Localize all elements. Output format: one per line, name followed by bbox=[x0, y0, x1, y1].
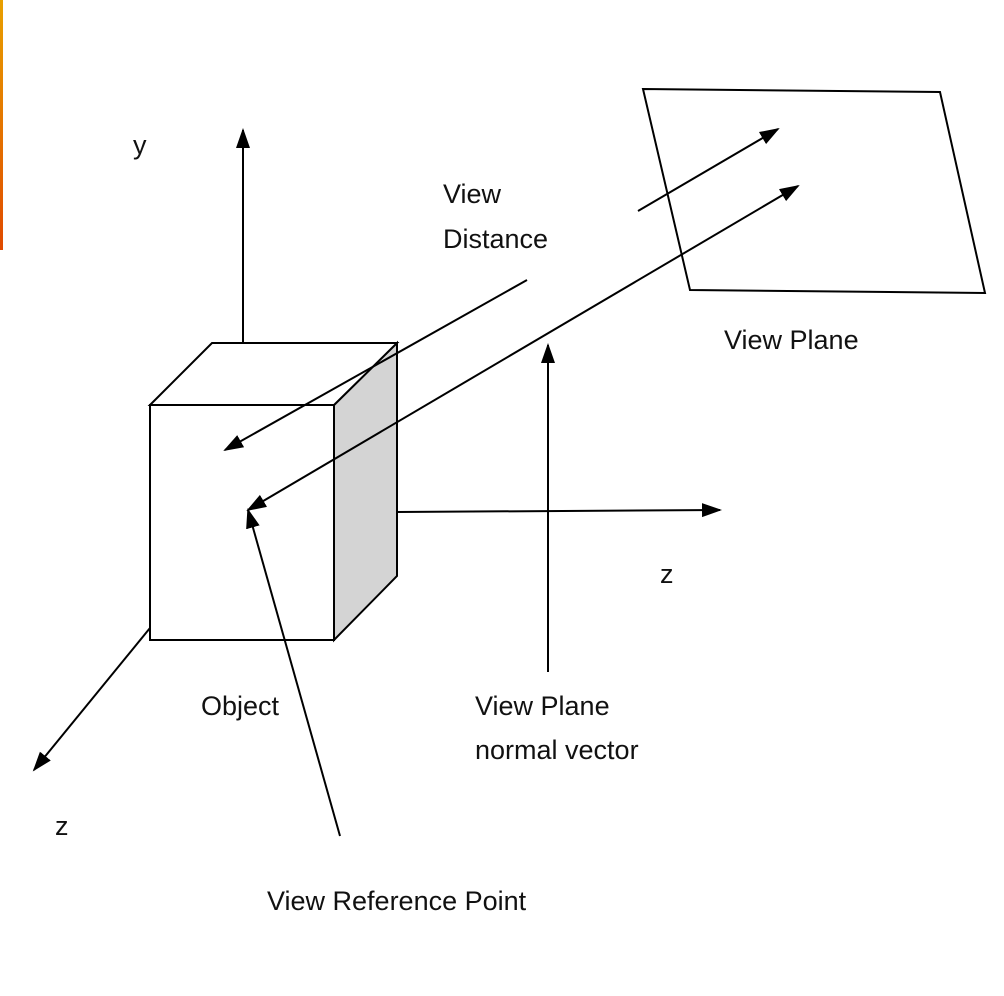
view-plane-label: View Plane bbox=[724, 325, 859, 355]
view-distance-arrow-to-plane bbox=[637, 127, 780, 212]
z-axis-right-label: z bbox=[660, 559, 674, 589]
edge-accent bbox=[0, 0, 3, 250]
view-plane-shape bbox=[641, 87, 987, 295]
object-cube bbox=[147, 340, 400, 643]
y-axis-label: y bbox=[133, 130, 147, 160]
distance-label: Distance bbox=[443, 224, 548, 254]
normal-vector-label-line1: View Plane bbox=[475, 691, 610, 721]
view-label: View bbox=[443, 179, 502, 209]
z-axis-left-arrow bbox=[32, 627, 151, 772]
view-reference-point-label: View Reference Point bbox=[267, 886, 527, 916]
reference-to-plane-arrow bbox=[246, 184, 800, 512]
z-axis-right-arrow bbox=[396, 503, 722, 518]
normal-vector-label-line2: normal vector bbox=[475, 735, 639, 765]
object-label: Object bbox=[201, 691, 280, 721]
z-axis-left-label: z bbox=[55, 811, 69, 841]
reference-point-pointer-arrow bbox=[246, 508, 341, 837]
